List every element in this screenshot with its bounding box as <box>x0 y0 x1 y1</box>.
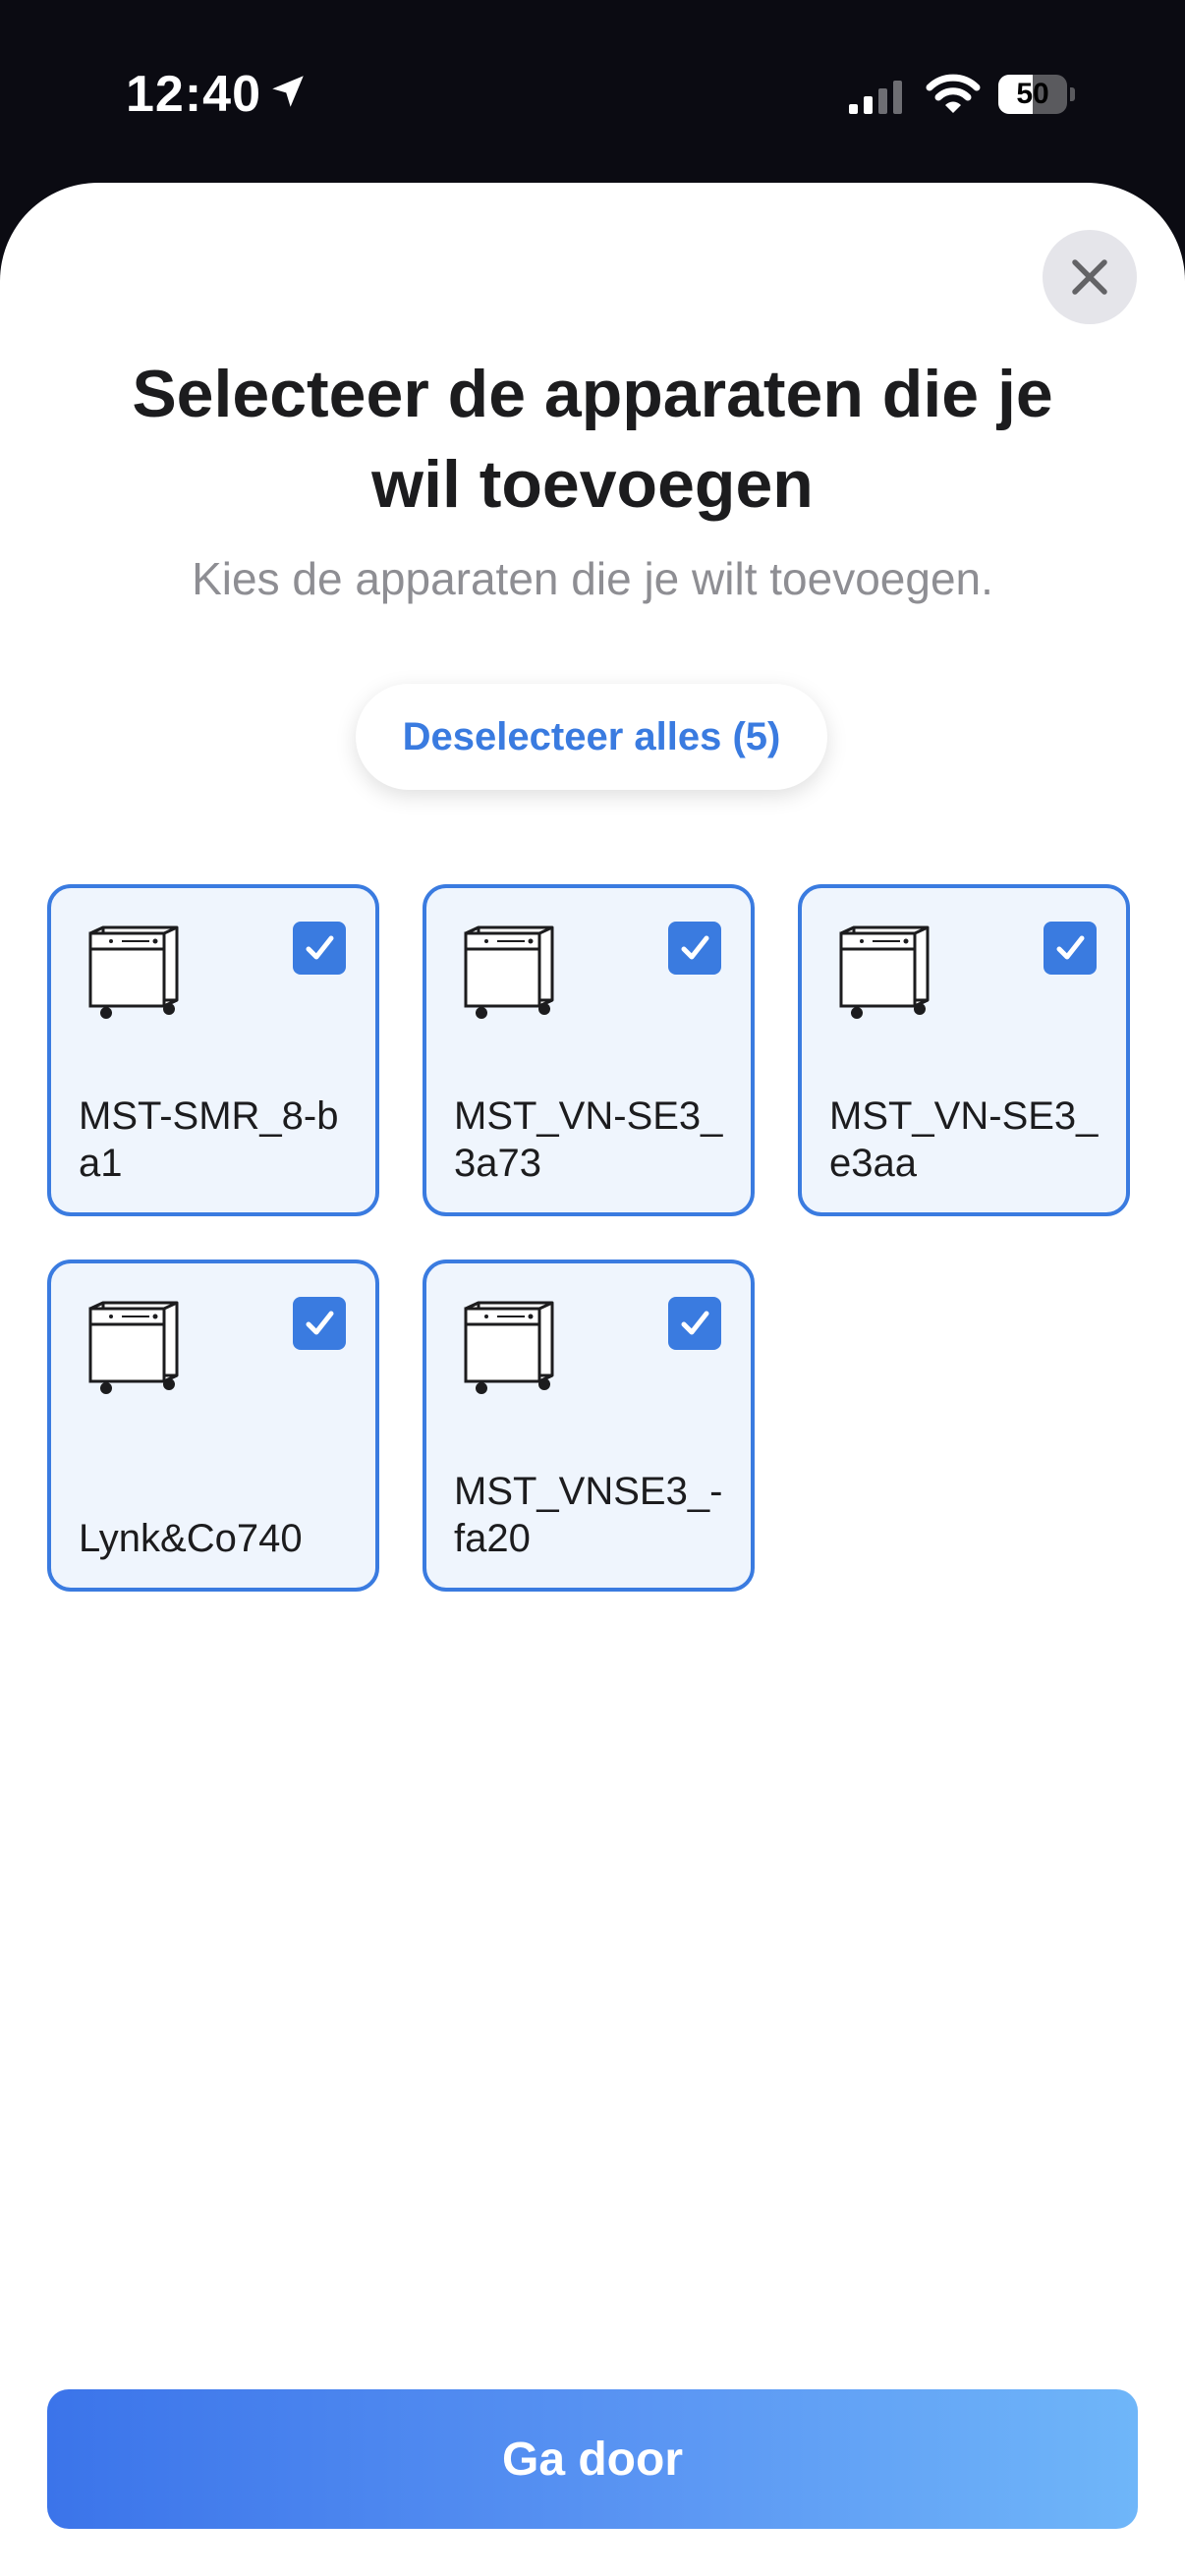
device-checkbox[interactable] <box>668 922 721 975</box>
device-card[interactable]: MST_VNSE3_-fa20 <box>423 1260 755 1592</box>
checkmark-icon <box>1056 935 1085 960</box>
deselect-all-button[interactable]: Deselecteer alles (5) <box>356 684 827 790</box>
continue-button[interactable]: Ga door <box>47 2389 1138 2529</box>
device-card[interactable]: MST_VN-SE3_3a73 <box>423 884 755 1216</box>
device-name: MST_VN-SE3_e3aa <box>829 1094 1099 1185</box>
page-title: Selecteer de apparaten die je wil toevoe… <box>132 357 1053 522</box>
device-name: MST_VNSE3_-fa20 <box>454 1470 723 1560</box>
device-name: MST_VN-SE3_3a73 <box>454 1094 723 1185</box>
inverter-icon <box>88 1301 179 1394</box>
device-checkbox[interactable] <box>668 1297 721 1350</box>
device-card[interactable]: MST-SMR_8-ba1 <box>47 884 379 1216</box>
inverter-icon <box>839 925 930 1019</box>
device-card[interactable]: Lynk&Co740 <box>47 1260 379 1592</box>
battery-cap <box>1070 87 1075 101</box>
battery-indicator: 50 <box>998 75 1077 114</box>
inverter-icon <box>464 1301 554 1394</box>
device-checkbox[interactable] <box>293 1297 346 1350</box>
close-button[interactable] <box>1043 230 1137 324</box>
checkmark-icon <box>306 935 334 960</box>
close-icon <box>1072 259 1107 295</box>
device-checkbox[interactable] <box>1044 922 1097 975</box>
device-name: Lynk&Co740 <box>79 1517 303 1560</box>
battery-body: 50 <box>998 75 1067 114</box>
device-card[interactable]: MST_VN-SE3_e3aa <box>798 884 1130 1216</box>
checkmark-icon <box>681 935 709 960</box>
device-name: MST-SMR_8-ba1 <box>79 1094 339 1185</box>
status-bar: 12:40 50 <box>0 0 1185 182</box>
inverter-icon <box>464 925 554 1019</box>
inverter-icon <box>88 925 179 1019</box>
status-time: 12:40 <box>126 66 261 123</box>
location-arrow-icon <box>272 76 304 107</box>
checkmark-icon <box>306 1311 334 1335</box>
wifi-icon <box>926 74 981 113</box>
cellular-signal-icon <box>849 81 902 114</box>
device-checkbox[interactable] <box>293 922 346 975</box>
checkmark-icon <box>681 1311 709 1335</box>
battery-fill <box>998 75 1033 114</box>
page-subtitle: Kies de apparaten die je wilt toevoegen. <box>192 553 993 604</box>
battery-percentage: 50 <box>1016 78 1049 110</box>
